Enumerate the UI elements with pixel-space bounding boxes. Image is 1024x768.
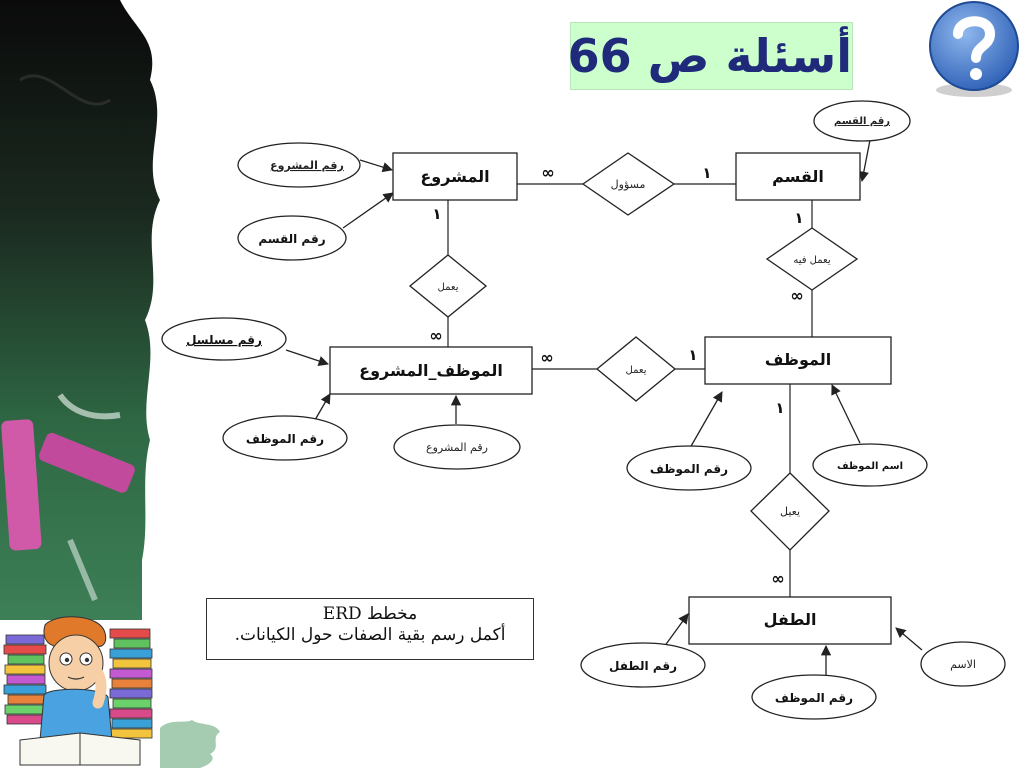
svg-text:يعمل فيه: يعمل فيه [793,255,831,266]
entity-project[interactable]: المشروع [392,152,518,201]
svg-text:القسم: القسم [772,167,824,186]
svg-text:مسؤول: مسؤول [611,178,646,191]
attribute-department-number-key[interactable]: رقم القسم [813,100,911,142]
svg-text:رقم مسلسل: رقم مسلسل [186,333,262,347]
connector-lines [447,183,813,597]
attribute-ep-employee-number[interactable]: رقم الموظف [222,415,348,461]
cardinality-many: ∞ [790,286,803,305]
cardinality-one: ١ [688,346,697,364]
attribute-serial-number-key[interactable]: رقم مسلسل [161,317,287,361]
instruction-note: مخطط ERD أكمل رسم بقية الصفات حول الكيان… [206,598,534,660]
svg-text:رقم المشروع: رقم المشروع [426,441,488,454]
svg-text:رقم المشروع: رقم المشروع [270,159,344,172]
chalkboard-decoration [0,0,160,620]
attribute-child-employee-number[interactable]: رقم الموظف [751,674,877,720]
svg-text:الاسم: الاسم [950,658,976,671]
svg-text:رقم الموظف: رقم الموظف [775,691,853,706]
svg-text:الطفل: الطفل [764,610,817,629]
cardinality-one: ١ [775,399,784,417]
green-splash-decoration [160,720,220,768]
attribute-employee-number[interactable]: رقم الموظف [626,445,752,491]
attribute-project-number-key[interactable]: رقم المشروع [237,142,361,188]
svg-text:يعمل: يعمل [438,282,459,293]
relationship-supports[interactable]: يعيل [750,472,830,551]
svg-text:اسم الموظف: اسم الموظف [837,461,903,472]
svg-text:رقم القسم: رقم القسم [258,232,325,246]
attribute-child-number[interactable]: رقم الطفل [580,642,706,688]
entity-child[interactable]: الطفل [688,596,892,645]
svg-text:الموظف_المشروع: الموظف_المشروع [359,361,503,380]
note-line-1: مخطط ERD [322,604,418,624]
cardinality-one: ١ [432,205,441,223]
attribute-employee-name[interactable]: اسم الموظف [812,443,928,487]
relationship-works-in[interactable]: يعمل فيه [765,227,859,291]
cardinality-many: ∞ [429,326,442,345]
entity-employee-project[interactable]: الموظف_المشروع [329,346,533,395]
svg-text:رقم الموظف: رقم الموظف [650,462,728,477]
attribute-project-department-number[interactable]: رقم القسم [237,215,347,261]
relationship-works-employee[interactable]: يعمل [595,336,677,402]
entity-employee[interactable]: الموظف [704,336,892,385]
note-line-2: أكمل رسم بقية الصفات حول الكيانات. [234,625,506,645]
relationship-responsible[interactable]: مسؤول [581,152,676,216]
cardinality-labels: ∞ ١ ١ ∞ ١ ∞ ∞ ١ ١ ∞ [429,163,803,588]
attribute-child-name[interactable]: الاسم [920,641,1006,687]
svg-text:المشروع: المشروع [420,167,489,186]
attribute-ep-project-number[interactable]: رقم المشروع [393,424,521,470]
cardinality-one: ١ [702,164,711,182]
slide-title: أسئلة ص 66 [567,29,852,83]
attribute-arrows [285,139,923,676]
entity-department[interactable]: القسم [735,152,861,201]
student-books-clipart [3,616,153,766]
cardinality-many: ∞ [541,163,554,182]
cardinality-one: ١ [794,209,803,227]
svg-text:رقم الطفل: رقم الطفل [609,659,677,673]
svg-text:رقم الموظف: رقم الموظف [246,432,324,447]
slide-title-box: أسئلة ص 66 [567,22,853,90]
question-mark-icon[interactable] [922,0,1024,100]
cardinality-many: ∞ [540,348,553,367]
cardinality-many: ∞ [771,569,784,588]
svg-text:رقم القسم: رقم القسم [834,116,890,127]
svg-text:يعمل: يعمل [626,365,647,376]
svg-text:الموظف: الموظف [765,350,831,369]
svg-text:يعيل: يعيل [780,505,800,518]
relationship-works-project[interactable]: يعمل [408,254,488,318]
